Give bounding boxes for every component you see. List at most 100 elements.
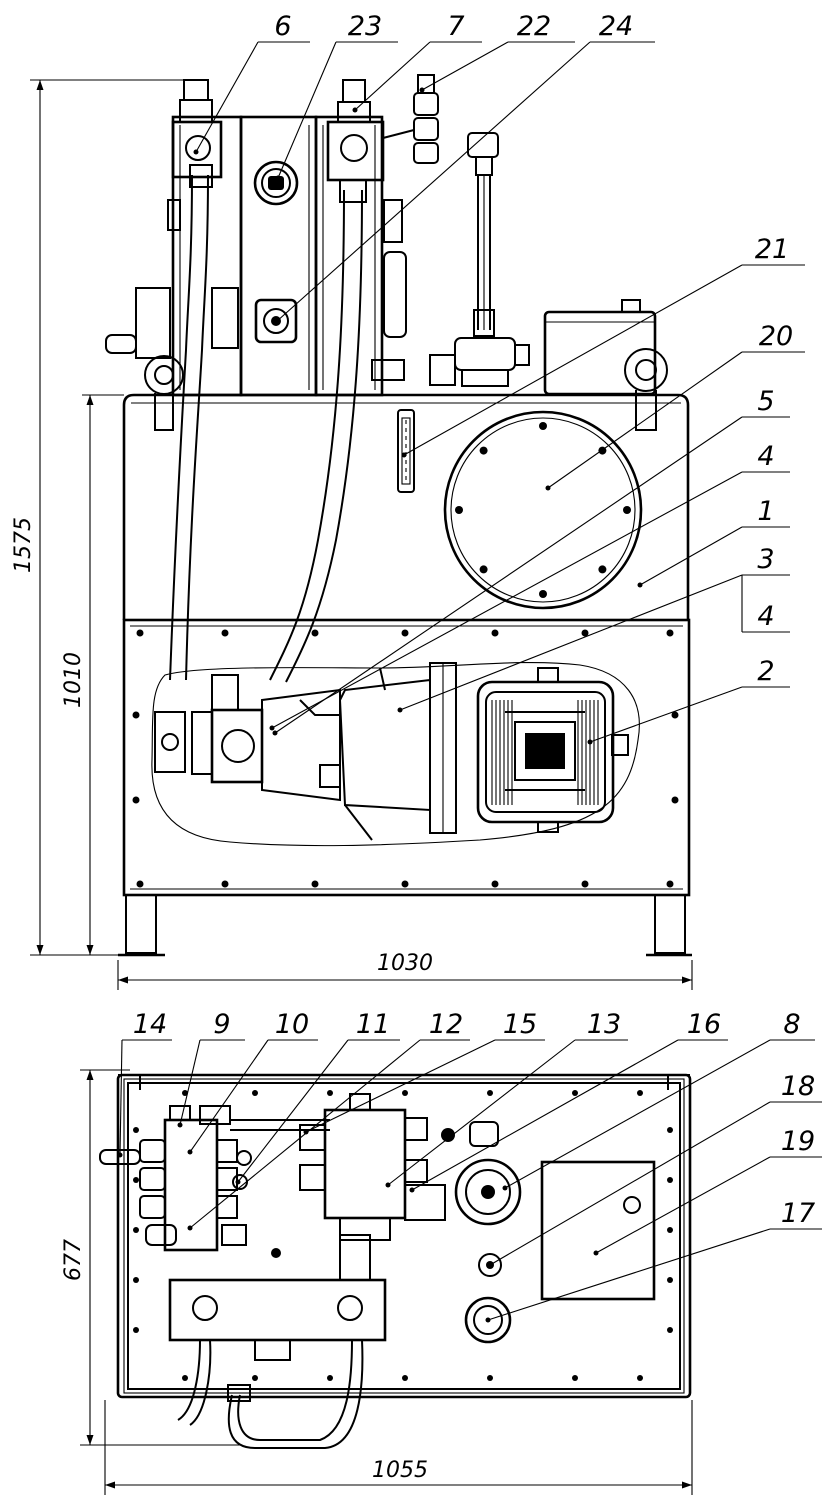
breather-plan: [441, 1121, 522, 1226]
electrical-box: [543, 299, 657, 396]
top-callout-leader-dot: [502, 1185, 508, 1191]
front-callout-leader: [271, 471, 743, 729]
top-callout-leader: [487, 1228, 771, 1321]
plan-bolts: [133, 1090, 673, 1381]
top-callout-label: 12: [429, 1009, 463, 1040]
top-callout-leader-dot: [187, 1225, 193, 1231]
front-callout-label: 22: [517, 11, 551, 42]
front-callout-leader: [354, 41, 431, 111]
top-callout-leader: [179, 1039, 201, 1126]
front-callout-leader-dot: [637, 582, 643, 588]
dim-front-width: 1030: [377, 951, 433, 976]
electrical-box-plan: [540, 1160, 656, 1301]
front-callout-leader-dot: [545, 485, 551, 491]
electric-motor: [476, 667, 629, 833]
front-view: [105, 74, 692, 957]
panel-bolts: [132, 629, 679, 888]
top-callout-leader-dot: [409, 1187, 415, 1193]
valve-22: [382, 74, 439, 164]
tank-upper-body: [122, 393, 690, 620]
lifting-eyes: [144, 348, 669, 431]
front-callout-label: 7: [447, 11, 464, 42]
front-callout-leader: [403, 264, 743, 456]
top-callout-label: 19: [781, 1126, 815, 1157]
front-callout-label: 1: [757, 496, 774, 527]
level-gauge: [397, 409, 415, 493]
top-callout-label: 11: [356, 1009, 390, 1040]
top-callout-label: 18: [781, 1071, 815, 1102]
hoses: [169, 164, 367, 683]
front-callout-leader-dot: [273, 319, 279, 325]
dimension-lines: [30, 79, 693, 1495]
front-callout-label: 5: [757, 386, 774, 417]
front-callout-leader: [277, 41, 337, 179]
top-callout-leader: [595, 1156, 771, 1254]
pump-assembly: [154, 662, 457, 841]
manifold-plan: [168, 1234, 387, 1361]
top-callout-label: 9: [213, 1009, 230, 1040]
top-callout-leader: [504, 1039, 771, 1189]
filler-cap-17: [464, 1296, 512, 1344]
inspection-cover: [443, 410, 643, 610]
top-callout-leader: [387, 1039, 576, 1186]
top-callout-label: 14: [133, 1009, 167, 1040]
top-view: [99, 1073, 692, 1449]
plan-frame: [116, 1073, 692, 1399]
top-callout-leader-dot: [235, 1179, 241, 1185]
top-callout-leader-dot: [487, 1262, 493, 1268]
front-callout-leader-dot: [269, 725, 275, 731]
top-callout-leader-dot: [177, 1122, 183, 1128]
front-callout-leader: [399, 574, 743, 711]
filter-block-plan: [299, 1093, 446, 1241]
front-callout-leader-dot: [193, 149, 199, 155]
dim-total-height: 1575: [11, 517, 36, 573]
front-callout-leader-dot: [419, 87, 425, 93]
front-callout-leader: [195, 41, 259, 153]
top-callout-label: 13: [587, 1009, 621, 1040]
dim-tank-height: 1010: [61, 652, 86, 708]
tank-lower-body: [122, 618, 691, 897]
legs: [118, 894, 692, 957]
front-callout-label: 4: [757, 441, 774, 472]
front-callout-leader: [589, 686, 743, 743]
relief-valve-6: [171, 79, 223, 179]
callout-leaders: [117, 41, 822, 1323]
front-callout-leader-dot: [275, 175, 281, 181]
front-callout-label: 6: [274, 11, 291, 42]
dimension-texts: 1575 1010 1030 677 1055: [11, 517, 433, 1483]
valve-bank-plan: [99, 1105, 330, 1252]
front-callout-label: 3: [757, 544, 774, 575]
top-callout-leader: [305, 1039, 496, 1133]
front-callout-leader-dot: [352, 107, 358, 113]
top-callout-label: 15: [503, 1009, 537, 1040]
top-callout-leader-dot: [485, 1317, 491, 1323]
hose-plan: [177, 1339, 364, 1449]
top-callout-leader: [237, 1039, 349, 1183]
front-callout-label: 20: [759, 321, 793, 352]
front-callout-label: 2: [757, 656, 774, 687]
dim-plan-width: 1055: [372, 1458, 428, 1483]
front-callout-leader: [639, 526, 743, 586]
front-callout-leader-dot: [401, 452, 407, 458]
front-callout-label: 24: [599, 11, 633, 42]
top-callout-leader-dot: [117, 1152, 123, 1158]
top-callout-leader-dot: [303, 1129, 309, 1135]
front-callout-leader: [275, 41, 591, 323]
front-callout-leader: [274, 416, 743, 734]
front-callout-label: 23: [348, 11, 382, 42]
front-callout-label: 21: [755, 234, 789, 265]
top-callout-leader-dot: [385, 1182, 391, 1188]
front-callout-leader: [547, 351, 743, 489]
top-callout-label: 10: [275, 1009, 309, 1040]
filler-pipe: [429, 132, 530, 387]
front-callout-leader-dot: [397, 707, 403, 713]
dim-plan-depth: 677: [61, 1239, 86, 1281]
top-callout-leader: [489, 1101, 771, 1266]
valve-stack: [105, 115, 407, 397]
front-callout-label: 4: [757, 601, 774, 632]
top-callout-label: 16: [687, 1009, 721, 1040]
top-callout-leader-dot: [593, 1250, 599, 1256]
front-callout-leader: [421, 41, 509, 91]
